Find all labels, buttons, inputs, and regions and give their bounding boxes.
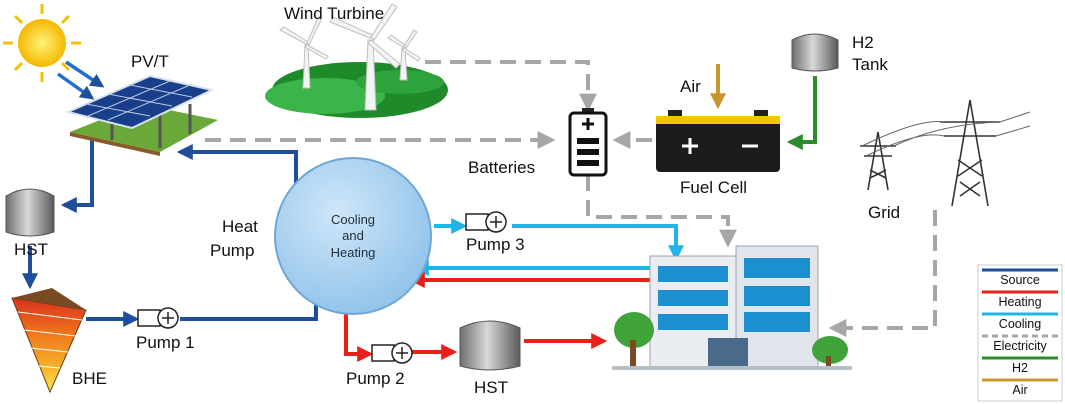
legend-label-source: Source (1000, 273, 1040, 287)
electricity-wind-to-batteries (425, 60, 597, 112)
sun-icon (3, 4, 81, 82)
h2-tank-icon (791, 33, 839, 72)
bhe-icon (11, 288, 87, 394)
bhe-label: BHE (72, 369, 107, 388)
pump3-icon (465, 211, 507, 233)
source-heatpump-to-pvt (176, 144, 298, 198)
pvt-label: PV/T (131, 52, 169, 71)
source-pvt-to-hst (60, 138, 94, 213)
pvt-panel-icon (64, 74, 218, 156)
legend-box (977, 264, 1063, 402)
legend-label-heating: Heating (998, 295, 1041, 309)
heat-pump-label-line1: Heat (222, 217, 258, 236)
grid-label: Grid (868, 203, 900, 222)
hst-bottom-tank-icon (459, 320, 521, 371)
cooling-pump3-to-building (512, 224, 684, 262)
pump1-icon (137, 307, 179, 329)
h2-label: H2 (852, 33, 874, 52)
cooling-heating-line1: Cooling (331, 212, 375, 227)
pump2-icon (371, 342, 413, 364)
pump2-label: Pump 2 (346, 369, 405, 388)
wind-turbine-label: Wind Turbine (284, 4, 384, 23)
electricity-grid-to-building (828, 210, 937, 337)
power-tower-icon (860, 99, 1031, 207)
hst-top-label: HST (14, 240, 48, 259)
hst-bottom-label: HST (474, 378, 508, 397)
h2-tank-to-fuelcell (786, 76, 817, 150)
heat-pump-label-line2: Pump (210, 241, 254, 260)
flow-lines (22, 60, 937, 362)
legend-label-air: Air (1012, 383, 1027, 397)
hst-top-tank-icon (5, 188, 55, 237)
wind-turbine-icon (265, 3, 448, 118)
electricity-batteries-to-building (586, 175, 737, 248)
sunlight-arrows (56, 60, 105, 100)
air-label: Air (680, 77, 701, 96)
legend-label-h2: H2 (1012, 361, 1028, 375)
h2-tank-label: Tank (852, 55, 888, 74)
fuel-cell-label: Fuel Cell (680, 178, 747, 197)
pump3-label: Pump 3 (466, 235, 525, 254)
legend-label-cooling: Cooling (999, 317, 1041, 331)
battery-icon (568, 108, 608, 177)
batteries-label: Batteries (468, 158, 535, 177)
pump1-label: Pump 1 (136, 333, 195, 352)
legend-label-electricity: Electricity (993, 339, 1047, 353)
cooling-heating-line2: and (342, 228, 364, 243)
fuel-cell-icon (656, 110, 780, 172)
building-icon (612, 245, 852, 370)
cooling-heating-unit (274, 157, 432, 315)
cooling-heating-line3: Heating (331, 245, 376, 260)
